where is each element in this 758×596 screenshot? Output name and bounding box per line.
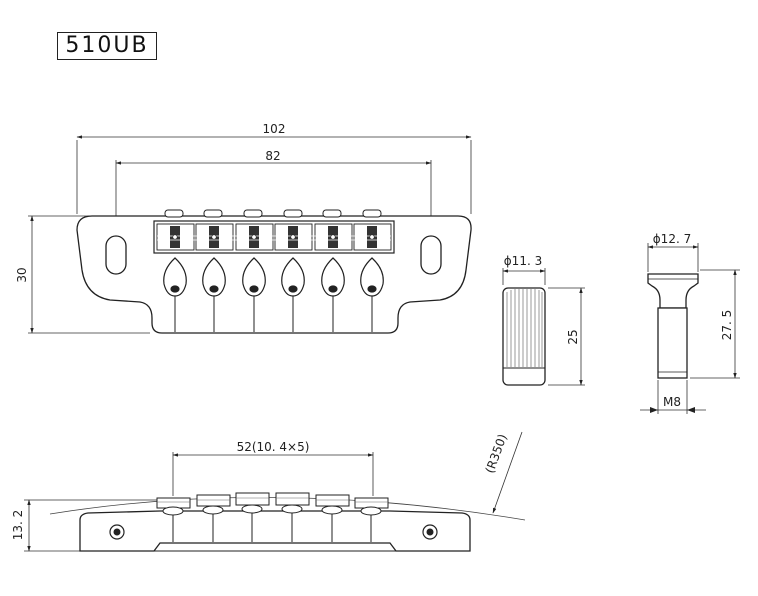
side-saddle-2 <box>196 494 231 507</box>
dimension-post-spacing: 82 <box>115 149 432 232</box>
anchor-post <box>647 273 699 379</box>
saddle-tab-2 <box>203 209 223 218</box>
post-spacing-label: 82 <box>265 149 280 163</box>
thumbwheel-knob <box>502 287 546 386</box>
saddle-assembly <box>153 209 395 254</box>
bridge-body-side-view <box>79 510 471 552</box>
dimension-side-height: 13. 2 <box>11 499 160 552</box>
post-diameter-label: ϕ12. 7 <box>653 232 691 246</box>
dimension-post-diameter: ϕ12. 7 <box>647 232 699 272</box>
knob-diameter-label: ϕ11. 3 <box>504 254 542 268</box>
side-saddles <box>156 492 389 509</box>
side-saddle-5 <box>315 494 350 507</box>
string-spacing-label: 52(10. 4×5) <box>237 440 310 454</box>
thread-label: M8 <box>663 395 681 409</box>
dimension-post-length: 27. 5 <box>690 269 740 379</box>
string-hole-1 <box>163 257 187 332</box>
saddle-tab-5 <box>322 209 342 218</box>
string-hole-3 <box>242 257 266 332</box>
mounting-slot-left <box>105 235 127 275</box>
knob-length-label: 25 <box>566 329 580 344</box>
side-height-label: 13. 2 <box>11 510 25 541</box>
string-hole-4 <box>281 257 305 332</box>
model-title: 510UB <box>57 32 157 60</box>
dimension-knob-length: 25 <box>548 287 585 386</box>
saddle-tab-1 <box>164 209 184 218</box>
side-saddle-1 <box>156 497 191 509</box>
side-saddle-3 <box>235 492 270 506</box>
dimension-overall-width: 102 <box>76 122 472 214</box>
radius-label: (R350) <box>483 432 510 475</box>
side-string-anchors <box>162 504 382 542</box>
saddle-tab-4 <box>283 209 303 218</box>
mounting-slot-right <box>420 235 442 275</box>
string-holes <box>163 257 384 332</box>
dimension-radius: (R350) <box>483 431 523 514</box>
dimension-thread: M8 <box>640 380 706 414</box>
dimension-knob-diameter: ϕ11. 3 <box>502 254 546 285</box>
dimension-string-spacing: 52(10. 4×5) <box>172 440 374 496</box>
height-label: 30 <box>15 267 29 282</box>
string-hole-5 <box>321 257 345 332</box>
string-hole-6 <box>360 257 384 332</box>
saddle-tab-6 <box>362 209 382 218</box>
side-saddle-6 <box>354 497 389 509</box>
string-hole-2 <box>202 257 226 332</box>
overall-width-label: 102 <box>263 122 286 136</box>
saddle-tab-3 <box>243 209 263 218</box>
post-length-label: 27. 5 <box>720 310 734 341</box>
side-saddle-4 <box>275 492 310 506</box>
